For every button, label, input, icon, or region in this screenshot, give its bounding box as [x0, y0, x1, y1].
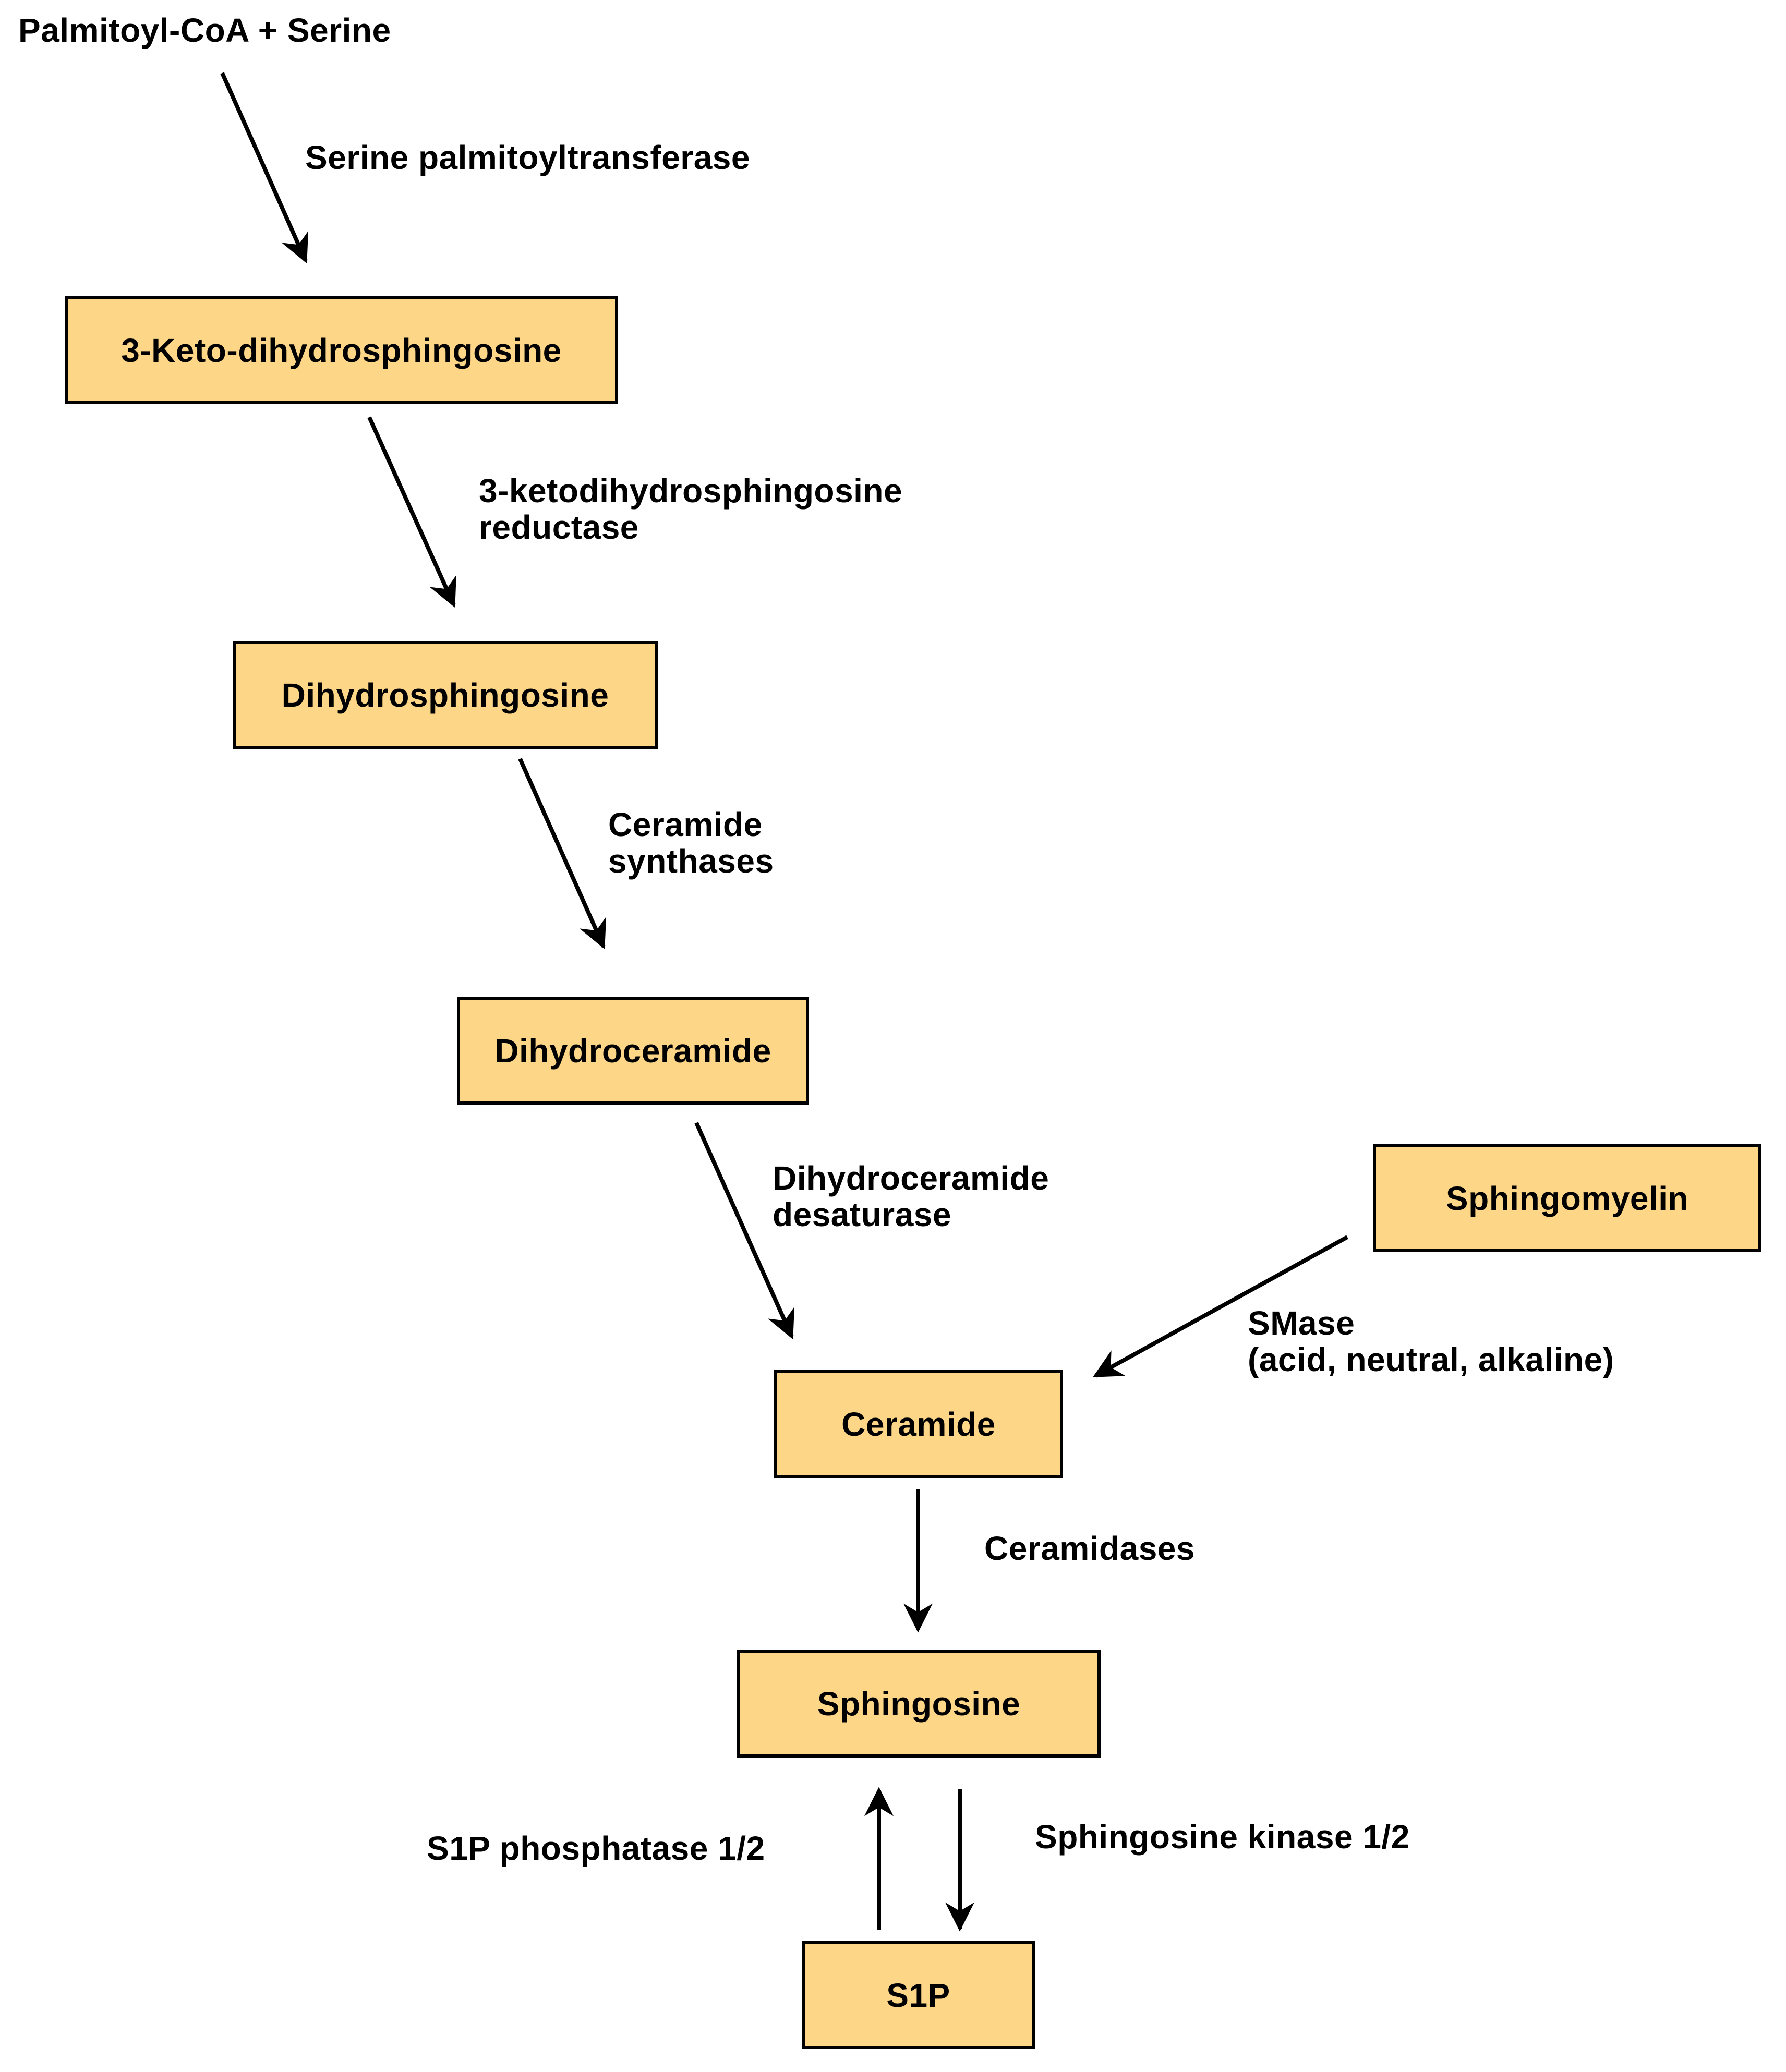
node-s1p: S1P: [802, 1941, 1035, 2049]
arrow-dihydroceramide-to-ceramide: [694, 1122, 795, 1340]
node-dihydrosphingosine: Dihydrosphingosine: [233, 641, 658, 749]
enzyme-sphingosine-kinase: Sphingosine kinase 1/2: [1035, 1818, 1410, 1856]
node-dihydrosphingosine-label: Dihydrosphingosine: [281, 676, 609, 714]
node-sphingomyelin: Sphingomyelin: [1373, 1144, 1761, 1252]
enzyme-desaturase-line2: desaturase: [773, 1196, 951, 1233]
node-keto-dihydrosphingosine: 3-Keto-dihydrosphingosine: [65, 296, 618, 404]
node-sphingosine-label: Sphingosine: [817, 1685, 1021, 1723]
node-ceramide-label: Ceramide: [841, 1405, 996, 1443]
enzyme-desaturase-line1: Dihydroceramide: [773, 1159, 1049, 1197]
enzyme-s1p-phosphatase: S1P phosphatase 1/2: [427, 1829, 765, 1867]
arrow-keto-to-dihydrosphingosine: [367, 416, 456, 608]
enzyme-ceramidases: Ceramidases: [984, 1530, 1195, 1567]
arrow-substrate-to-keto: [220, 72, 309, 264]
enzyme-keto-reductase-line2: reductase: [479, 508, 639, 546]
substrate-label: Palmitoyl-CoA + Serine: [18, 11, 391, 49]
arrow-sphingomyelin-to-ceramide: [1093, 1235, 1348, 1378]
node-s1p-label: S1P: [886, 1976, 950, 2014]
enzyme-smase-line1: SMase: [1248, 1304, 1355, 1342]
enzyme-ceramide-synthases-line1: Ceramide: [608, 806, 763, 843]
arrow-dihydrosphingosine-to-dihydroceramide: [518, 758, 607, 950]
node-ceramide: Ceramide: [774, 1370, 1063, 1478]
node-sphingomyelin-label: Sphingomyelin: [1445, 1179, 1689, 1217]
node-sphingosine: Sphingosine: [737, 1650, 1101, 1758]
enzyme-keto-reductase-line1: 3-ketodihydrosphingosine: [479, 472, 903, 510]
enzyme-smase-line2: (acid, neutral, alkaline): [1248, 1341, 1614, 1378]
node-dihydroceramide-label: Dihydroceramide: [494, 1032, 771, 1070]
enzyme-ceramide-synthases-line2: synthases: [608, 842, 774, 880]
node-dihydroceramide: Dihydroceramide: [457, 997, 809, 1105]
node-keto-dihydrosphingosine-label: 3-Keto-dihydrosphingosine: [121, 331, 562, 369]
enzyme-serine-palmitoyltransferase: Serine palmitoyltransferase: [305, 139, 750, 176]
